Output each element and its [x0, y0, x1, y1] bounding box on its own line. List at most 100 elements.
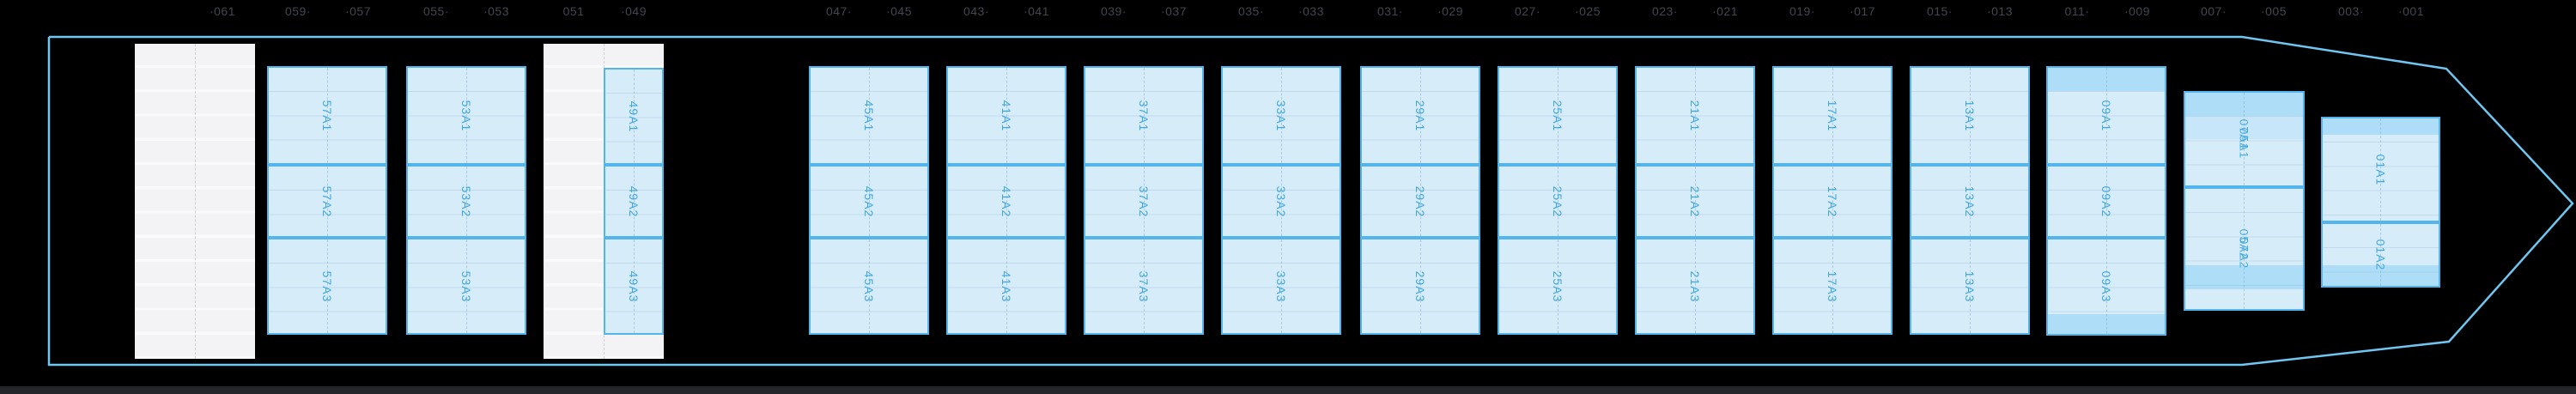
- block-row-lines: [1911, 68, 2028, 163]
- bay-53-block-53A2[interactable]: 53A2: [406, 165, 526, 238]
- block-center-dashed-line: [1280, 167, 1282, 236]
- bay-41-block-41A2[interactable]: 41A2: [946, 165, 1066, 238]
- block-label: 07A2: [2237, 237, 2251, 270]
- block-center-dashed-line: [1694, 68, 1696, 163]
- block-row-lines: [605, 70, 662, 163]
- block-center-dashed-line: [2380, 224, 2381, 286]
- block-label: 33A2: [1274, 185, 1288, 217]
- block-row-lines: [1223, 239, 1340, 333]
- ruler-bay-label: ·005: [2260, 4, 2287, 18]
- bay-57-block-57A2[interactable]: 57A2: [267, 165, 387, 238]
- ruler-bay-label: 015·: [1926, 4, 1953, 18]
- block-label: 33A3: [1274, 270, 1288, 302]
- bay-01-block-01A2[interactable]: 01A2: [2321, 222, 2440, 288]
- bay-57-block-57A1[interactable]: 57A1: [267, 66, 387, 165]
- block-row-lines: [605, 167, 662, 236]
- bay-09-block-09A3[interactable]: 09A3: [2046, 238, 2166, 336]
- bay-41-block-41A3[interactable]: 41A3: [946, 238, 1066, 335]
- ruler-bay-label: 011·: [2064, 4, 2090, 18]
- bay-45-block-45A3[interactable]: 45A3: [809, 238, 929, 335]
- bay-21-block-21A2[interactable]: 21A2: [1635, 165, 1755, 238]
- bay-17-block-17A2[interactable]: 17A2: [1772, 165, 1893, 238]
- block-label: 17A3: [1826, 270, 1839, 302]
- block-row-lines: [408, 167, 525, 236]
- bay-53-block-53A3[interactable]: 53A3: [406, 238, 526, 335]
- block-row-lines: [2185, 93, 2303, 185]
- bay-29-block-29A1[interactable]: 29A1: [1360, 66, 1480, 165]
- bay-49-block-49A1[interactable]: 49A1: [604, 68, 664, 165]
- bay-33-block-33A3[interactable]: 33A3: [1221, 238, 1341, 335]
- block-label: 49A3: [627, 270, 641, 302]
- bay-25-block-25A1[interactable]: 25A1: [1498, 66, 1618, 165]
- block-label: 57A2: [320, 185, 334, 217]
- block-center-dashed-line: [1280, 68, 1282, 163]
- block-label: 37A2: [1137, 185, 1151, 217]
- bay-49-block-49A3[interactable]: 49A3: [604, 238, 664, 335]
- block-row-lines: [1085, 239, 1202, 333]
- bay-21-block-21A3[interactable]: 21A3: [1635, 238, 1755, 335]
- block-label: 37A1: [1137, 100, 1151, 131]
- ruler-bay-label: ·001: [2397, 4, 2425, 18]
- ruler-bay-label: 027·: [1514, 4, 1541, 18]
- ruler-bay-label: 059·: [284, 4, 312, 18]
- bay-33-block-33A1[interactable]: 33A1: [1221, 66, 1341, 165]
- ruler-bay-label: ·049: [620, 4, 647, 18]
- bay-01-block-01A1[interactable]: 01A1: [2321, 117, 2440, 222]
- block-row-lines: [2048, 167, 2165, 236]
- bay-53-block-53A1[interactable]: 53A1: [406, 66, 526, 165]
- ruler-bay-label: ·029: [1437, 4, 1464, 18]
- ruler-bay-label: 051: [562, 4, 585, 18]
- bay-13-block-13A3[interactable]: 13A3: [1910, 238, 2030, 335]
- block-label: 05A2: [2237, 228, 2251, 261]
- bay-45-block-45A2[interactable]: 45A2: [809, 165, 929, 238]
- bay-25-block-25A3[interactable]: 25A3: [1498, 238, 1618, 335]
- block-center-dashed-line: [1419, 68, 1421, 163]
- bay-09-block-09A2[interactable]: 09A2: [2046, 165, 2166, 238]
- block-center-dashed-line: [2244, 93, 2245, 185]
- block-row-lines: [811, 239, 927, 333]
- block-row-lines: [2323, 118, 2439, 221]
- bay-49-block-49A2[interactable]: 49A2: [604, 165, 664, 238]
- block-center-dashed-line: [1832, 167, 1833, 236]
- bay-21-block-21A1[interactable]: 21A1: [1635, 66, 1755, 165]
- block-label: 13A2: [1963, 185, 1977, 217]
- block-row-lines: [269, 239, 386, 333]
- bay-37-block-37A3[interactable]: 37A3: [1084, 238, 1204, 335]
- block-row-lines: [1774, 68, 1891, 163]
- bay-57-block-57A3[interactable]: 57A3: [267, 238, 387, 335]
- bay-37-block-37A2[interactable]: 37A2: [1084, 165, 1204, 238]
- ruler-bay-label: ·009: [2123, 4, 2151, 18]
- bay-17-block-17A1[interactable]: 17A1: [1772, 66, 1893, 165]
- block-center-dashed-line: [1005, 167, 1007, 236]
- bay-13-block-13A1[interactable]: 13A1: [1910, 66, 2030, 165]
- bay-41-block-41A1[interactable]: 41A1: [946, 66, 1066, 165]
- block-center-dashed-line: [2105, 167, 2107, 236]
- block-row-lines: [408, 239, 525, 333]
- block-row-lines: [1085, 167, 1202, 236]
- block-center-dashed-line: [326, 239, 328, 333]
- bay-45-block-45A1[interactable]: 45A1: [809, 66, 929, 165]
- block-center-dashed-line: [633, 70, 635, 163]
- ruler-bay-label: ·017: [1849, 4, 1876, 18]
- bay-29-block-29A2[interactable]: 29A2: [1360, 165, 1480, 238]
- bay-09-block-09A1[interactable]: 09A1: [2046, 66, 2166, 165]
- bay-17-block-17A3[interactable]: 17A3: [1772, 238, 1893, 335]
- bay-33-block-33A2[interactable]: 33A2: [1221, 165, 1341, 238]
- block-row-lines: [1911, 167, 2028, 236]
- block-label: 49A1: [627, 100, 641, 132]
- bay-29-block-29A3[interactable]: 29A3: [1360, 238, 1480, 335]
- ruler-bay-label: ·061: [209, 4, 236, 18]
- block-label: 45A3: [862, 270, 876, 302]
- bay-13-block-13A2[interactable]: 13A2: [1910, 165, 2030, 238]
- bay-25-block-25A2[interactable]: 25A2: [1498, 165, 1618, 238]
- block-row-lines: [269, 167, 386, 236]
- ruler-bay-label: 043·: [963, 4, 990, 18]
- block-row-lines: [2185, 189, 2303, 309]
- block-row-lines: [1637, 239, 1753, 333]
- block-center-dashed-line: [2244, 189, 2245, 309]
- bay-37-block-37A1[interactable]: 37A1: [1084, 66, 1204, 165]
- block-center-dashed-line: [1419, 239, 1421, 333]
- grid-bay-61[interactable]: [135, 44, 255, 359]
